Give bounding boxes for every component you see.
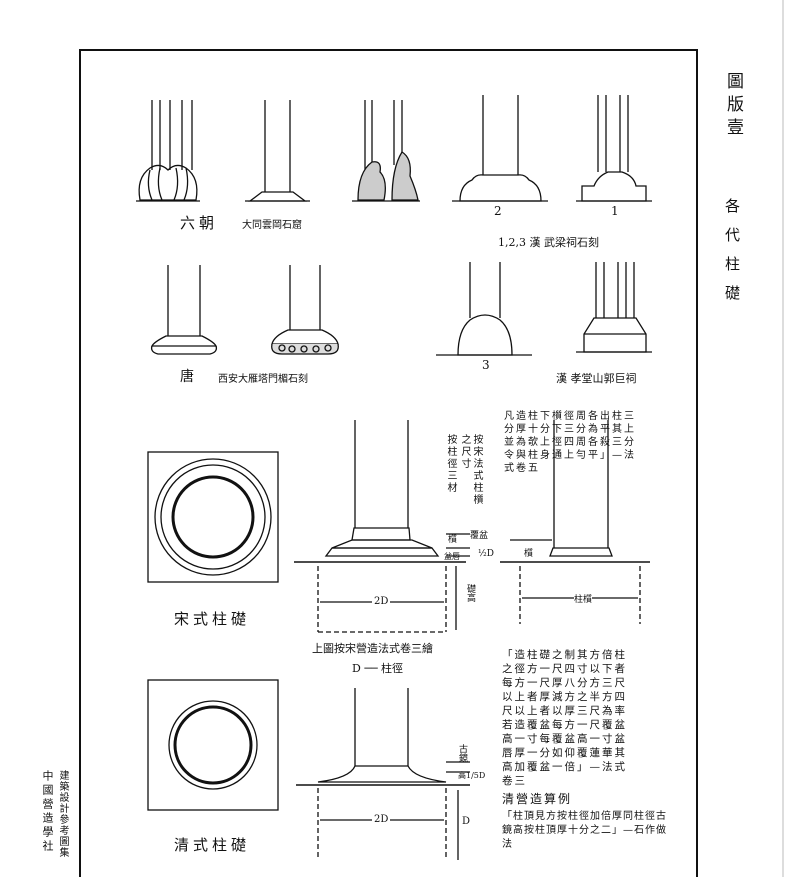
- subtitle-char: 柱: [723, 256, 741, 285]
- han-figure-column-drawing: [352, 100, 420, 202]
- han-column-2-drawing: [452, 95, 548, 202]
- label-d-note: D ── 柱徑: [352, 662, 404, 675]
- dim-height: 礎高: [465, 584, 475, 602]
- label-han-2: 2: [494, 204, 502, 218]
- plate-number-title: 圖版壹: [722, 72, 744, 141]
- han-column-1-drawing: [576, 95, 652, 202]
- subtitle-char: 礎: [723, 285, 741, 314]
- title-char: 壹: [723, 118, 743, 141]
- label-qing-style: 清式柱礎: [174, 836, 251, 854]
- title-char: 版: [723, 95, 743, 118]
- dim-half-d: ½D: [478, 549, 494, 559]
- label-han-3: 3: [482, 358, 490, 372]
- subtitle-char: 代: [723, 227, 741, 256]
- label-tang: 唐: [180, 369, 194, 385]
- side-note-song-2: 按柱徑三材: [445, 434, 456, 494]
- dim-d-qing: D: [462, 816, 471, 827]
- six-dynasties-column-drawing: [136, 100, 200, 202]
- label-song-style: 宋式柱礎: [174, 610, 251, 628]
- label-han-xiaotang: 漢 孝堂山郭巨祠: [556, 372, 637, 385]
- note-song-main: 「造柱礎之制其方倍柱之徑方一尺四寸以下者每方一尺厚八分方三尺以上者厚減方之半方四…: [502, 649, 627, 787]
- plate-frame: [79, 49, 698, 877]
- qing-base-elevation: [296, 688, 470, 860]
- label-datong: 大同雲岡石窟: [242, 220, 302, 231]
- title-char: 圖: [723, 72, 743, 95]
- dim-ke: 覆盆: [470, 531, 489, 541]
- tang-column-drawing: [150, 265, 218, 355]
- note-qing-main: 「柱頂見方按柱徑加倍厚同柱徑古鏡高按柱頂厚十分之二」—石作做法: [502, 811, 667, 850]
- qing-heading: 清營造算例: [502, 792, 573, 806]
- han-column-3-drawing: [436, 262, 532, 356]
- dim-2d-song: 2D: [372, 596, 391, 607]
- label-six-dynasties: 六朝: [180, 214, 219, 232]
- dim-zhu-zhi: 柱櫍: [574, 592, 593, 605]
- qing-base-plan: [147, 679, 279, 811]
- publisher-name: 中國營造學社: [41, 770, 54, 854]
- song-base-elevation: [294, 420, 470, 633]
- dim-song-detail-zhi: 櫍: [524, 549, 534, 559]
- dim-pen: 盆唇: [444, 552, 460, 561]
- side-note-song: 按宋法式柱櫍之尺寸: [459, 434, 482, 506]
- subtitle-char: 各: [723, 198, 741, 227]
- dim-zhi: 櫍: [448, 535, 458, 545]
- song-base-plan: [147, 451, 279, 583]
- xian-column-drawing: [271, 265, 339, 355]
- plate-subject-title: 各代柱礎: [722, 198, 742, 314]
- label-song-caption: 上圖按宋營造法式卷三繪: [312, 642, 433, 655]
- label-xian: 西安大雁塔門楣石刻: [218, 374, 308, 385]
- publisher-series: 建築設計參考圖集: [57, 770, 68, 858]
- dim-2d-qing: 2D: [372, 814, 391, 825]
- label-han-1: 1: [611, 204, 619, 218]
- dim-qing-height: 高1/5D: [458, 771, 486, 780]
- note-song-top: 凡造柱下櫍徑周各出柱三分厚十分下三分為平其上並為欹上徑四周各殺三分令與柱身通上勻…: [504, 411, 636, 474]
- han-xiaotang-column-drawing: [576, 262, 652, 353]
- datong-column-drawing: [245, 100, 310, 202]
- dim-qing-top: 古鏡: [457, 744, 467, 762]
- label-han-caption: 1,2,3 漢 武梁祠石刻: [498, 236, 599, 249]
